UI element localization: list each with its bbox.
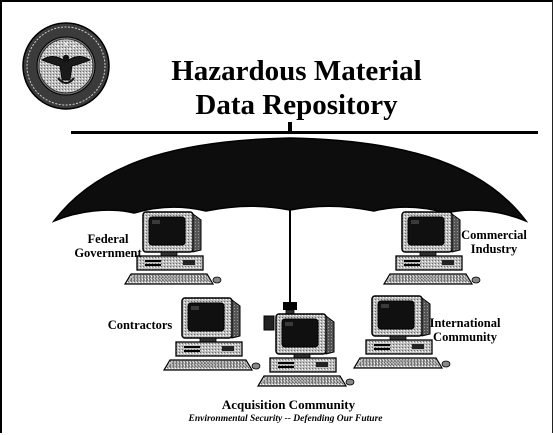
page-title-line-1: Hazardous Material xyxy=(171,55,422,87)
label-federal-government-line-1: Federal xyxy=(87,232,129,246)
dod-seal xyxy=(22,22,110,110)
page-title-line-2: Data Repository xyxy=(195,89,398,121)
label-international-community-line-2: Community xyxy=(433,330,497,344)
title-rule xyxy=(71,131,538,134)
footer-tagline: Environmental Security -- Defending Our … xyxy=(188,414,383,424)
label-commercial-industry-line-2: Industry xyxy=(470,242,518,256)
computer-contractors xyxy=(163,297,261,371)
label-commercial-industry-line-1: Commercial xyxy=(461,228,527,242)
label-contractors: Contractors xyxy=(107,318,173,332)
label-international-community-line-1: International xyxy=(429,316,501,330)
label-federal-government-line-2: Government xyxy=(74,246,142,260)
computer-acquisition-community xyxy=(257,313,355,387)
label-acquisition-community: Acquisition Community xyxy=(221,397,356,412)
umbrella-icon xyxy=(51,122,529,317)
